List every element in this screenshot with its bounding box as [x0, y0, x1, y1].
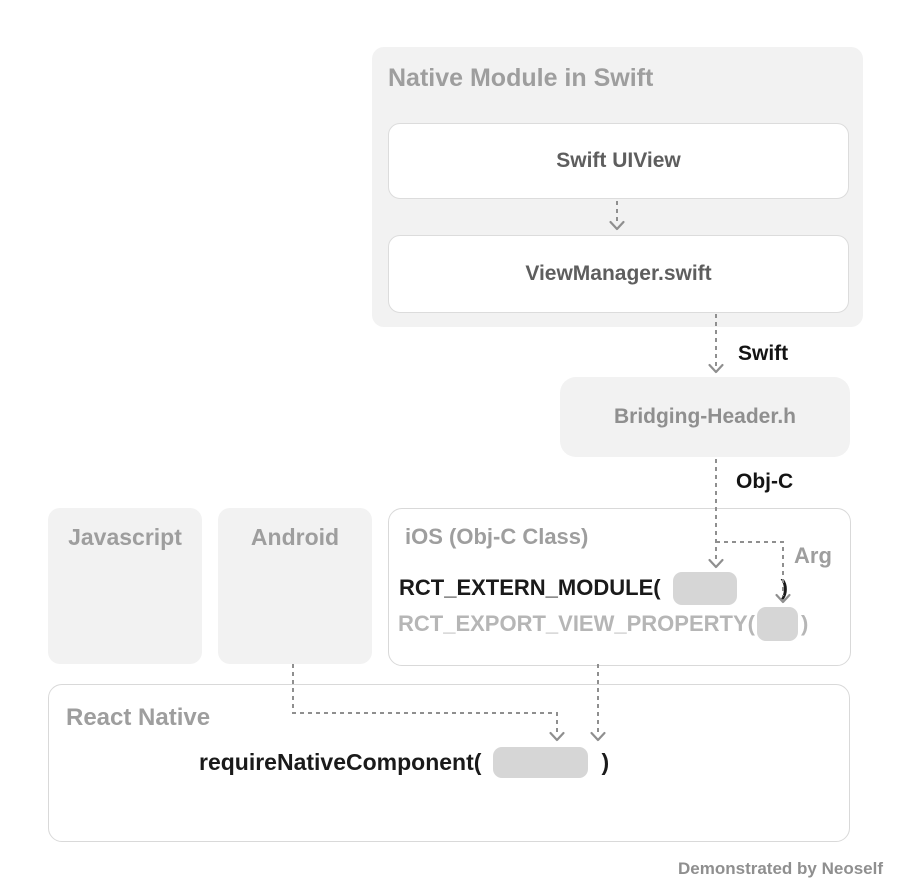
rct-extern-module-close: ) [780, 575, 788, 600]
footer-credit: Demonstrated by Neoself [678, 859, 883, 878]
rct-extern-module-row: RCT_EXTERN_MODULE( ) [399, 570, 788, 606]
ios-objc-class-panel: iOS (Obj-C Class) Arg RCT_EXTERN_MODULE(… [388, 508, 851, 666]
rct-extern-module-open: RCT_EXTERN_MODULE( [399, 575, 661, 600]
javascript-box: Javascript [48, 508, 202, 664]
module-name-placeholder [672, 571, 737, 605]
viewmanager-swift-box: ViewManager.swift [388, 235, 849, 313]
rct-export-view-property-row: RCT_EXPORT_VIEW_PROPERTY( ) [398, 606, 808, 642]
bridging-header-box: Bridging-Header.h [560, 377, 850, 457]
require-native-component-open: requireNativeComponent( [199, 748, 482, 775]
rct-export-view-property-close: ) [800, 611, 809, 636]
swift-edge-label: Swift [738, 342, 789, 365]
ios-objc-class-title: iOS (Obj-C Class) [405, 524, 589, 549]
react-native-panel: React Native requireNativeComponent( ) [48, 684, 850, 842]
bridging-header-label: Bridging-Header.h [613, 405, 797, 428]
android-box: Android [218, 508, 372, 664]
swift-uiview-box: Swift UIView [388, 123, 849, 199]
property-arg-placeholder [756, 607, 798, 641]
android-label: Android [250, 524, 340, 550]
require-native-component-row: requireNativeComponent( ) [199, 745, 609, 779]
swift-uiview-label: Swift UIView [556, 149, 681, 172]
arrowhead-bridgingheader [708, 363, 724, 374]
rct-export-view-property-open: RCT_EXPORT_VIEW_PROPERTY( [398, 611, 755, 636]
arg-label: Arg [794, 543, 832, 568]
component-name-placeholder [493, 746, 589, 778]
require-native-component-close: ) [601, 748, 610, 775]
native-module-swift-title: Native Module in Swift [388, 64, 654, 92]
viewmanager-swift-label: ViewManager.swift [525, 262, 712, 285]
native-module-swift-container: Native Module in Swift Swift UIView View… [372, 47, 863, 327]
objc-edge-label: Obj-C [736, 470, 794, 493]
react-native-title: React Native [66, 704, 211, 731]
javascript-label: Javascript [68, 524, 182, 550]
